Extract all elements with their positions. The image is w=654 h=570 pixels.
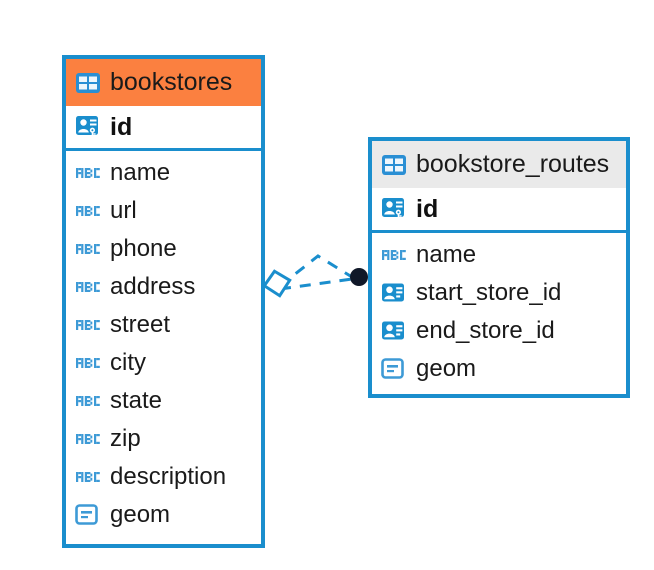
field-label: address bbox=[110, 273, 196, 300]
text-abc-icon bbox=[76, 358, 100, 368]
text-abc-icon bbox=[76, 282, 100, 292]
field-label: url bbox=[110, 197, 137, 224]
table-grid-icon bbox=[76, 72, 100, 93]
field-row-geom[interactable]: geom bbox=[66, 496, 261, 534]
text-abc-icon bbox=[76, 434, 100, 444]
relationship-line-upper[interactable] bbox=[279, 254, 353, 288]
field-label: street bbox=[110, 311, 171, 338]
field-label: phone bbox=[110, 235, 177, 262]
text-abc-icon bbox=[76, 472, 100, 482]
field-row-address[interactable]: address bbox=[66, 268, 261, 306]
primary-key-icon bbox=[76, 116, 98, 137]
field-label: end_store_id bbox=[416, 317, 555, 344]
field-label: city bbox=[110, 349, 146, 376]
field-row-city[interactable]: city bbox=[66, 344, 261, 382]
text-abc-icon bbox=[382, 250, 406, 260]
foreign-key-icon bbox=[382, 321, 404, 340]
text-abc-icon bbox=[76, 396, 100, 406]
field-label: name bbox=[110, 159, 171, 186]
entity-table-bookstore-routes[interactable]: bookstore_routes id bbox=[368, 137, 630, 398]
field-label: id bbox=[110, 112, 133, 141]
field-row-url[interactable]: url bbox=[66, 192, 261, 230]
field-row-description[interactable]: description bbox=[66, 458, 261, 496]
field-label: state bbox=[110, 387, 163, 414]
field-list-bookstore-routes: name start_store_id bbox=[372, 233, 626, 391]
text-abc-icon bbox=[76, 320, 100, 330]
table-header-bookstore-routes[interactable]: bookstore_routes bbox=[372, 141, 626, 188]
table-header-bookstores[interactable]: bookstores bbox=[66, 59, 261, 106]
text-abc-icon bbox=[76, 206, 100, 216]
field-row-name[interactable]: name bbox=[66, 154, 261, 192]
field-label: name bbox=[416, 241, 477, 268]
field-list-bookstores: name url bbox=[66, 151, 261, 537]
text-abc-icon bbox=[76, 168, 100, 178]
field-label: geom bbox=[110, 501, 171, 528]
foreign-key-icon bbox=[382, 283, 404, 302]
field-row-geom[interactable]: geom bbox=[372, 350, 626, 388]
field-label: start_store_id bbox=[416, 279, 562, 306]
entity-table-bookstores[interactable]: bookstores id bbox=[62, 55, 265, 548]
table-name-label: bookstore_routes bbox=[416, 150, 610, 178]
relationship-source-diamond-icon[interactable] bbox=[262, 269, 293, 299]
geometry-blob-icon bbox=[75, 504, 98, 525]
relationship-line-lower[interactable] bbox=[279, 277, 353, 291]
field-row-zip[interactable]: zip bbox=[66, 420, 261, 458]
field-row-phone[interactable]: phone bbox=[66, 230, 261, 268]
field-row-state[interactable]: state bbox=[66, 382, 261, 420]
field-label: geom bbox=[416, 355, 477, 382]
field-row-end-store-id[interactable]: end_store_id bbox=[372, 312, 626, 350]
table-grid-icon bbox=[382, 154, 406, 175]
field-label: description bbox=[110, 463, 227, 490]
field-row-start-store-id[interactable]: start_store_id bbox=[372, 274, 626, 312]
field-label: zip bbox=[110, 425, 141, 452]
relationship-target-circle-icon[interactable] bbox=[350, 268, 368, 286]
field-row-id[interactable]: id bbox=[372, 188, 626, 233]
field-row-id[interactable]: id bbox=[66, 106, 261, 151]
primary-key-icon bbox=[382, 198, 404, 219]
field-label: id bbox=[416, 194, 439, 223]
field-row-street[interactable]: street bbox=[66, 306, 261, 344]
field-row-name[interactable]: name bbox=[372, 236, 626, 274]
table-name-label: bookstores bbox=[110, 68, 233, 96]
geometry-blob-icon bbox=[381, 358, 404, 379]
text-abc-icon bbox=[76, 244, 100, 254]
